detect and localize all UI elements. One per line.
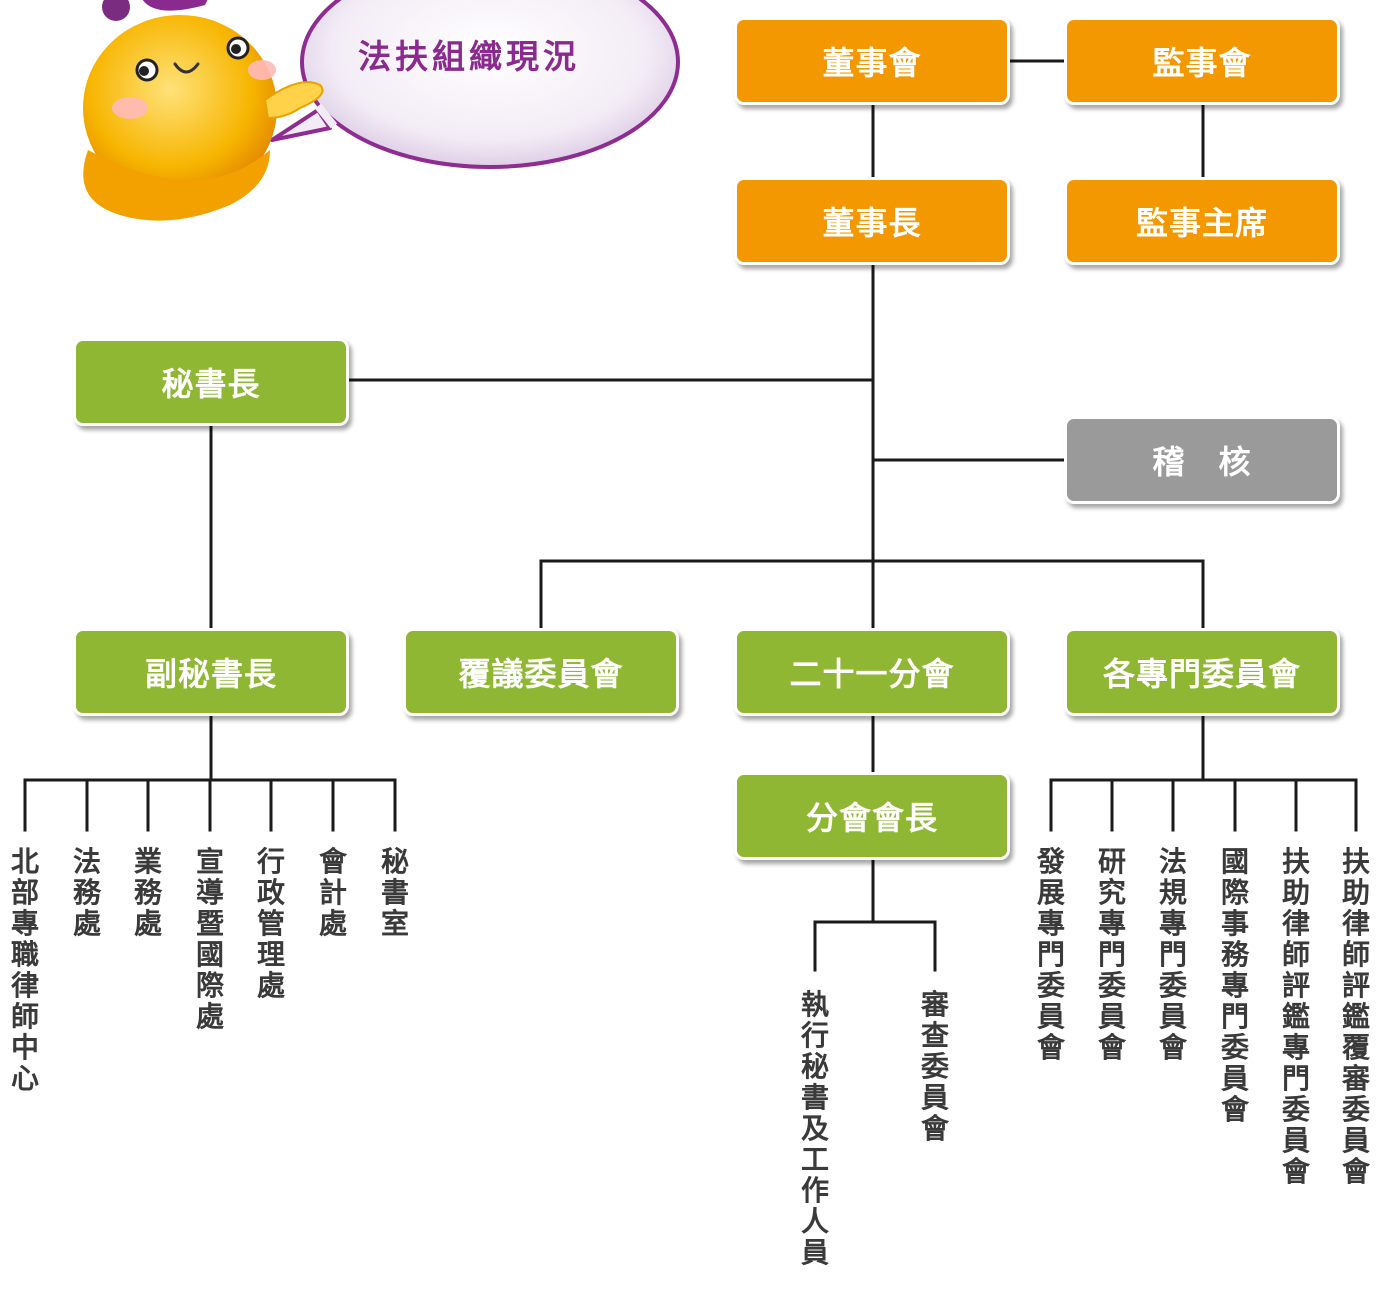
unit-label: 行政管理處 bbox=[256, 845, 285, 1002]
supervisors-board-box: 監事會 bbox=[1064, 17, 1340, 105]
review-committee-box: 覆議委員會 bbox=[403, 628, 679, 716]
deputy-secretary-general-box: 副秘書長 bbox=[73, 628, 349, 716]
unit-label: 會計處 bbox=[318, 845, 347, 940]
mascot-illustration bbox=[83, 0, 680, 221]
board-of-directors-box: 董事會 bbox=[734, 17, 1010, 105]
branch-director-box: 分會會長 bbox=[734, 772, 1010, 860]
audit-box: 稽 核 bbox=[1064, 416, 1340, 504]
unit-label: 宣導暨國際處 bbox=[195, 845, 224, 1033]
committee-label: 國際事務專門委員會 bbox=[1220, 845, 1249, 1126]
committee-label: 研究專門委員會 bbox=[1097, 845, 1126, 1064]
mascot-character bbox=[83, 0, 324, 221]
unit-label: 業務處 bbox=[133, 845, 162, 940]
unit-label: 法務處 bbox=[72, 845, 101, 940]
speech-bubble bbox=[270, 0, 680, 169]
special-committees-box: 各專門委員會 bbox=[1064, 628, 1340, 716]
unit-label: 北部專職律師中心 bbox=[10, 845, 39, 1095]
branches-box: 二十一分會 bbox=[734, 628, 1010, 716]
committee-label: 扶助律師評鑑覆審委員會 bbox=[1341, 845, 1370, 1188]
supervisor-chair-box: 監事主席 bbox=[1064, 177, 1340, 265]
branch-unit-label: 執行秘書及工作人員 bbox=[800, 988, 829, 1269]
branch-unit-label: 審查委員會 bbox=[920, 988, 949, 1145]
chairman-box: 董事長 bbox=[734, 177, 1010, 265]
committee-label: 扶助律師評鑑專門委員會 bbox=[1281, 845, 1310, 1188]
page-title: 法扶組織現況 bbox=[358, 37, 580, 76]
committee-label: 法規專門委員會 bbox=[1158, 845, 1187, 1064]
committee-label: 發展專門委員會 bbox=[1036, 845, 1065, 1064]
secretary-general-box: 秘書長 bbox=[73, 338, 349, 426]
unit-label: 秘書室 bbox=[380, 845, 409, 940]
